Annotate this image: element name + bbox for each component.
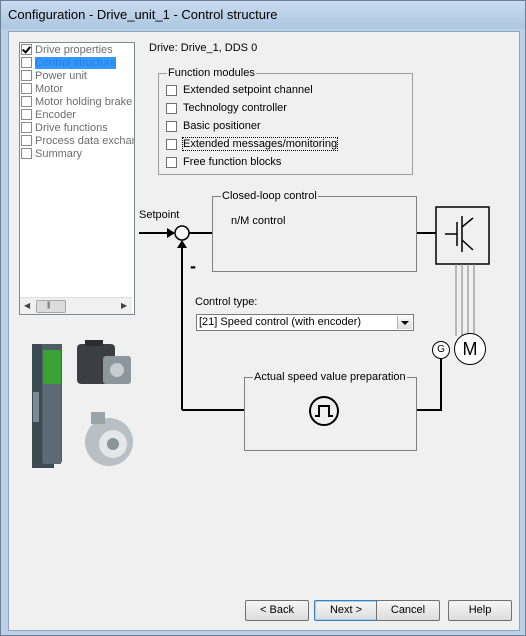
drive-module-connector	[33, 392, 39, 422]
tree-item-drive-functions[interactable]: Drive functions	[21, 121, 133, 134]
function-modules-legend: Function modules	[167, 67, 256, 79]
feedback-arrow-icon	[177, 240, 187, 248]
checkbox-icon	[21, 109, 32, 120]
encoder-connector	[91, 412, 105, 424]
checkbox-icon[interactable]	[166, 156, 177, 168]
closed-loop-control-text: n/M control	[231, 215, 286, 227]
control-type-label: Control type:	[195, 296, 258, 308]
tree-item-drive-properties[interactable]: Drive properties	[21, 43, 133, 56]
drive-module-panel	[43, 350, 61, 384]
actual-speed-value-block[interactable]: Actual speed value preparation	[244, 371, 417, 451]
checkbox-icon[interactable]	[166, 102, 177, 114]
navigation-tree[interactable]: Drive properties Control structure Power…	[19, 42, 135, 315]
tree-item-process-data-exchange[interactable]: Process data exchan	[21, 134, 134, 147]
next-button[interactable]: Next >	[314, 600, 378, 621]
closed-loop-control-legend: Closed-loop control	[221, 190, 318, 202]
drive-title: Drive: Drive_1, DDS 0	[149, 42, 258, 54]
checkbox-icon	[21, 148, 32, 159]
pulse-icon	[309, 396, 339, 426]
tree-item-summary[interactable]: Summary	[21, 147, 133, 160]
summing-junction-icon	[174, 225, 190, 241]
checkbox-icon	[21, 135, 32, 146]
tree-item-power-unit[interactable]: Power unit	[21, 69, 133, 82]
drive-hardware-illustration	[32, 340, 133, 468]
fm-technology-controller[interactable]: Technology controller	[166, 101, 287, 115]
scroll-right-icon[interactable]: ▶	[121, 301, 128, 310]
drive-module-front	[43, 384, 61, 464]
scroll-left-icon[interactable]: ◀	[24, 301, 31, 310]
control-type-select[interactable]: [21] Speed control (with encoder)	[196, 314, 414, 331]
checkbox-icon	[21, 96, 32, 107]
cancel-button[interactable]: Cancel	[376, 600, 440, 621]
checkbox-icon[interactable]	[166, 120, 177, 132]
motor-connector	[85, 340, 103, 346]
minus-sign: -	[190, 256, 196, 276]
tree-item-encoder[interactable]: Encoder	[21, 108, 133, 121]
motor-symbol: M	[454, 333, 486, 365]
window-title: Configuration - Drive_unit_1 - Control s…	[8, 7, 278, 22]
checkbox-icon	[21, 70, 32, 81]
encoder-symbol: G	[432, 341, 450, 359]
back-button[interactable]: < Back	[245, 600, 309, 621]
checkbox-icon	[21, 122, 32, 133]
checkbox-icon	[21, 57, 32, 68]
scrollbar-thumb[interactable]	[36, 300, 66, 313]
actual-speed-value-legend: Actual speed value preparation	[253, 371, 407, 383]
encoder-hub	[107, 438, 119, 450]
fm-extended-setpoint-channel[interactable]: Extended setpoint channel	[166, 83, 313, 97]
chevron-down-icon[interactable]	[397, 316, 412, 329]
tree-item-motor-holding-brake[interactable]: Motor holding brake	[21, 95, 133, 108]
closed-loop-control-block[interactable]: Closed-loop control n/M control	[212, 190, 417, 272]
fm-free-function-blocks[interactable]: Free function blocks	[166, 155, 281, 169]
checkbox-icon[interactable]	[166, 138, 177, 150]
setpoint-label: Setpoint	[139, 209, 180, 221]
function-modules-group: Function modules Extended setpoint chann…	[158, 67, 413, 175]
help-button[interactable]: Help	[448, 600, 512, 621]
checked-icon	[21, 44, 32, 55]
fm-extended-messages-monitoring[interactable]: Extended messages/monitoring	[166, 137, 339, 151]
setpoint-arrow-icon	[167, 228, 175, 238]
tree-item-control-structure[interactable]: Control structure	[21, 56, 133, 69]
title-bar[interactable]: Configuration - Drive_unit_1 - Control s…	[1, 1, 525, 29]
control-structure-diagram	[139, 206, 490, 411]
motor-shaft	[110, 363, 124, 377]
grip-icon: |||	[47, 302, 51, 309]
tree-horizontal-scrollbar[interactable]: ◀ ||| ▶	[20, 297, 132, 314]
dialog-client-area: Drive properties Control structure Power…	[8, 31, 520, 631]
checkbox-icon[interactable]	[166, 84, 177, 96]
tree-item-motor[interactable]: Motor	[21, 82, 133, 95]
fm-basic-positioner[interactable]: Basic positioner	[166, 119, 261, 133]
checkbox-icon	[21, 83, 32, 94]
